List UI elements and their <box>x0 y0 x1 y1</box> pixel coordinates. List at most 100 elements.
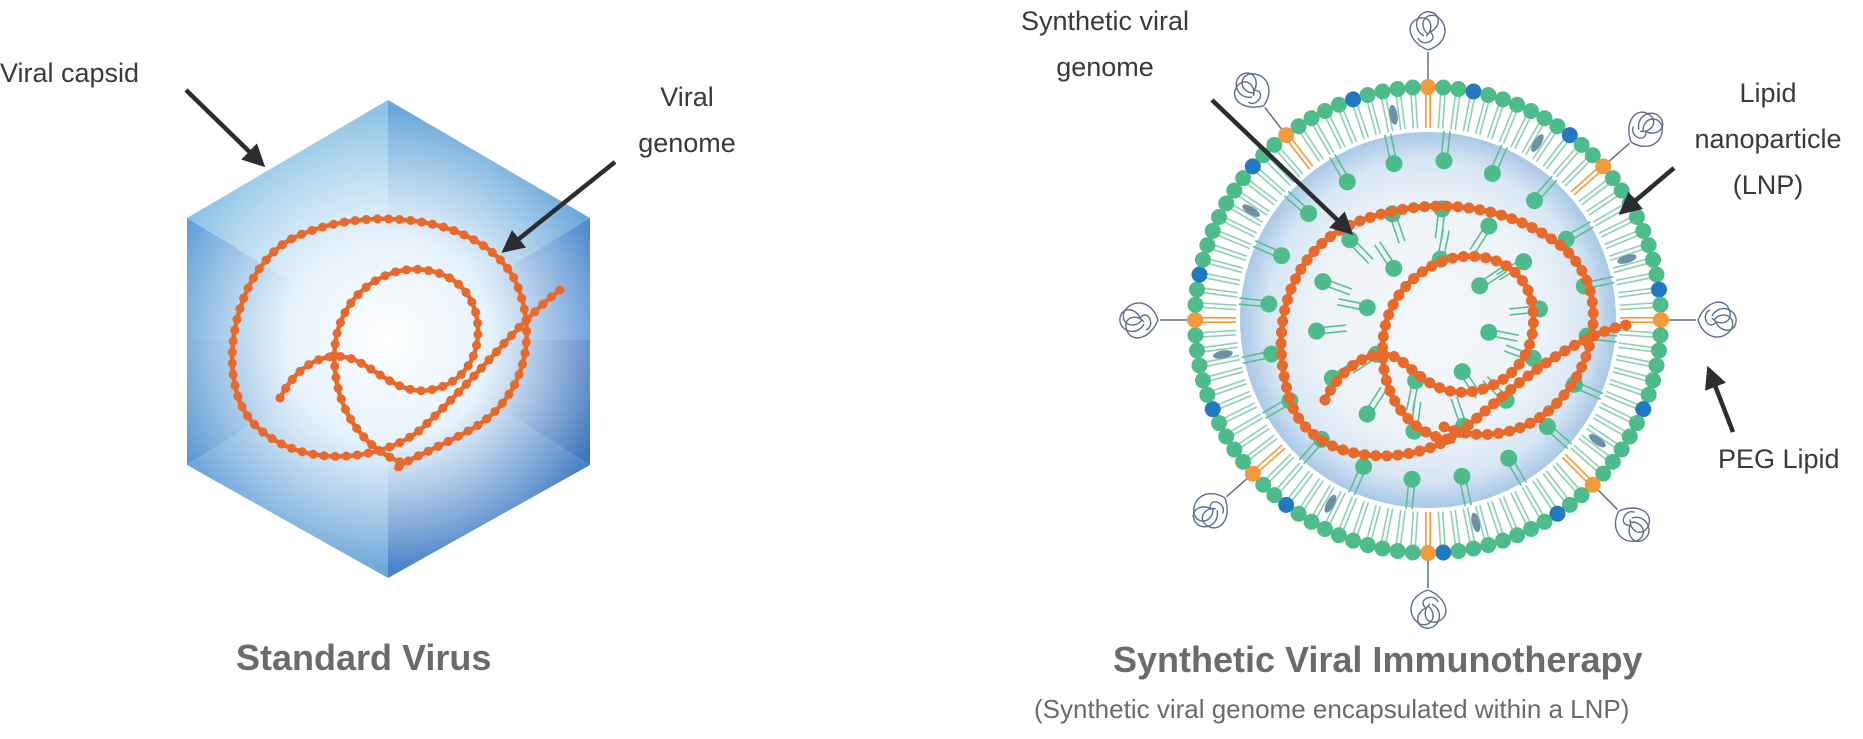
peg-coil-strand <box>1711 307 1737 331</box>
peg-coil-strand <box>1409 17 1432 51</box>
inner-lipid-tail <box>1576 388 1602 400</box>
lipid-tail <box>1208 371 1244 382</box>
lipid-tail <box>1395 94 1402 131</box>
lipid-tail <box>1535 131 1558 163</box>
lipid-tail <box>1479 100 1490 136</box>
lipid-tail <box>1545 470 1570 501</box>
lipid-tail <box>1479 504 1490 540</box>
membrane-cholesterol <box>1471 512 1481 533</box>
inner-lipids <box>1238 130 1618 510</box>
inner-lipid-tail <box>1579 382 1604 395</box>
lipid-head <box>1278 127 1295 144</box>
lipid-tail <box>1437 511 1442 548</box>
lipid-tail <box>1462 95 1472 132</box>
lipid-tail <box>1254 444 1283 470</box>
lipid-tail <box>1224 406 1258 424</box>
inner-lipid-tail <box>1512 459 1528 483</box>
membrane-cholesterol <box>1617 254 1637 264</box>
inner-lipid-head <box>1260 295 1278 313</box>
inner-lipid-tail <box>1469 227 1485 250</box>
inner-lipid-head <box>1358 299 1376 317</box>
label-synthetic-genome-line2: genome <box>1056 52 1154 82</box>
lipid-tail <box>1236 424 1268 446</box>
inner-lipid <box>1383 133 1403 173</box>
lipid-head <box>1635 222 1652 239</box>
inner-lipid-tail <box>1507 462 1522 487</box>
lipid-tail <box>1581 182 1611 206</box>
peg-coil <box>1628 111 1664 148</box>
lipid-tail <box>1561 156 1589 184</box>
peg-coil-strand <box>1422 14 1446 51</box>
lipid-head <box>1359 537 1376 554</box>
lipid-head <box>1187 312 1203 328</box>
inner-lipid <box>1453 467 1473 507</box>
lipid-tail <box>1588 424 1620 446</box>
genome-inner-loop-core <box>278 267 481 465</box>
inner-lipid-head <box>1308 322 1326 340</box>
lipid-tail <box>1212 243 1248 257</box>
inner-lipid-tail <box>1379 241 1395 264</box>
inner-lipid-head <box>1453 467 1471 485</box>
lipid-head <box>1266 136 1283 153</box>
lipid-head <box>1345 91 1362 108</box>
inner-lipid-tail <box>1354 239 1374 260</box>
lipid-tail <box>1356 103 1370 138</box>
lipid-head <box>1494 91 1511 108</box>
lipid-tail <box>1351 500 1365 536</box>
lipid-tail <box>1450 93 1457 130</box>
inner-lipid-head <box>1355 457 1373 475</box>
synthetic-genome-arrow <box>1210 98 1354 236</box>
inner-lipid <box>1358 386 1387 423</box>
lipid-tail <box>1275 462 1301 491</box>
peg-coil-strand <box>1628 516 1650 543</box>
lipid-tail <box>1399 510 1406 547</box>
lipid-tail <box>1200 302 1237 307</box>
lipid-head <box>1194 251 1211 268</box>
peg-coil-strand <box>1704 309 1717 326</box>
inner-lipid-tail <box>1389 133 1397 160</box>
lipid-tail <box>1613 262 1650 274</box>
lipid-tail <box>1491 500 1505 536</box>
lipid-tail <box>1610 248 1645 262</box>
inner-lipid-tail <box>1395 216 1406 242</box>
inner-lipid-tail <box>1239 297 1266 302</box>
lipid-head <box>1450 80 1467 97</box>
inner-lipid-tail <box>1261 399 1286 414</box>
peg-coil-strand <box>1241 73 1270 107</box>
lipid-tail <box>1441 511 1446 548</box>
lipid-tail <box>1328 114 1346 148</box>
membrane-cholesterol <box>1324 494 1337 513</box>
inner-lipid-tail <box>1327 279 1353 290</box>
inner-lipid-tail <box>1534 175 1553 197</box>
lipid-tail <box>1474 98 1486 135</box>
peg-coil-strand <box>1235 72 1257 98</box>
lipid-tail <box>1450 510 1457 547</box>
lipid-tail <box>1608 383 1644 397</box>
inner-lipid-tail <box>1570 226 1595 241</box>
inner-lipid-tail <box>1450 398 1461 424</box>
genome-outer-loop-core <box>230 216 562 472</box>
lipid-tail <box>1581 434 1611 458</box>
lipid-tail <box>1200 306 1237 311</box>
lipid-head <box>1330 96 1347 113</box>
lipid-head <box>1404 544 1421 561</box>
lipid-tail <box>1555 462 1581 491</box>
lipid-tail <box>1206 262 1243 274</box>
inner-lipid-tail <box>1484 271 1507 287</box>
lipid-head <box>1226 182 1243 199</box>
lipid-head <box>1523 103 1540 120</box>
lipid-tail <box>1588 194 1620 216</box>
lipid-head <box>1480 86 1497 103</box>
lipid-tail <box>1615 358 1652 368</box>
lipid-tail <box>1542 473 1566 503</box>
viral-capsid <box>187 100 590 578</box>
inner-lipid-tail <box>1348 468 1360 494</box>
lipid-tail <box>1514 490 1532 524</box>
inner-lipid-tail <box>1405 482 1410 509</box>
inner-lipid-head <box>1385 155 1403 173</box>
lipid-head <box>1211 208 1228 225</box>
lipid-tail <box>1598 216 1632 234</box>
lipid-tail <box>1203 276 1240 286</box>
inner-lipid-head <box>1525 192 1543 210</box>
